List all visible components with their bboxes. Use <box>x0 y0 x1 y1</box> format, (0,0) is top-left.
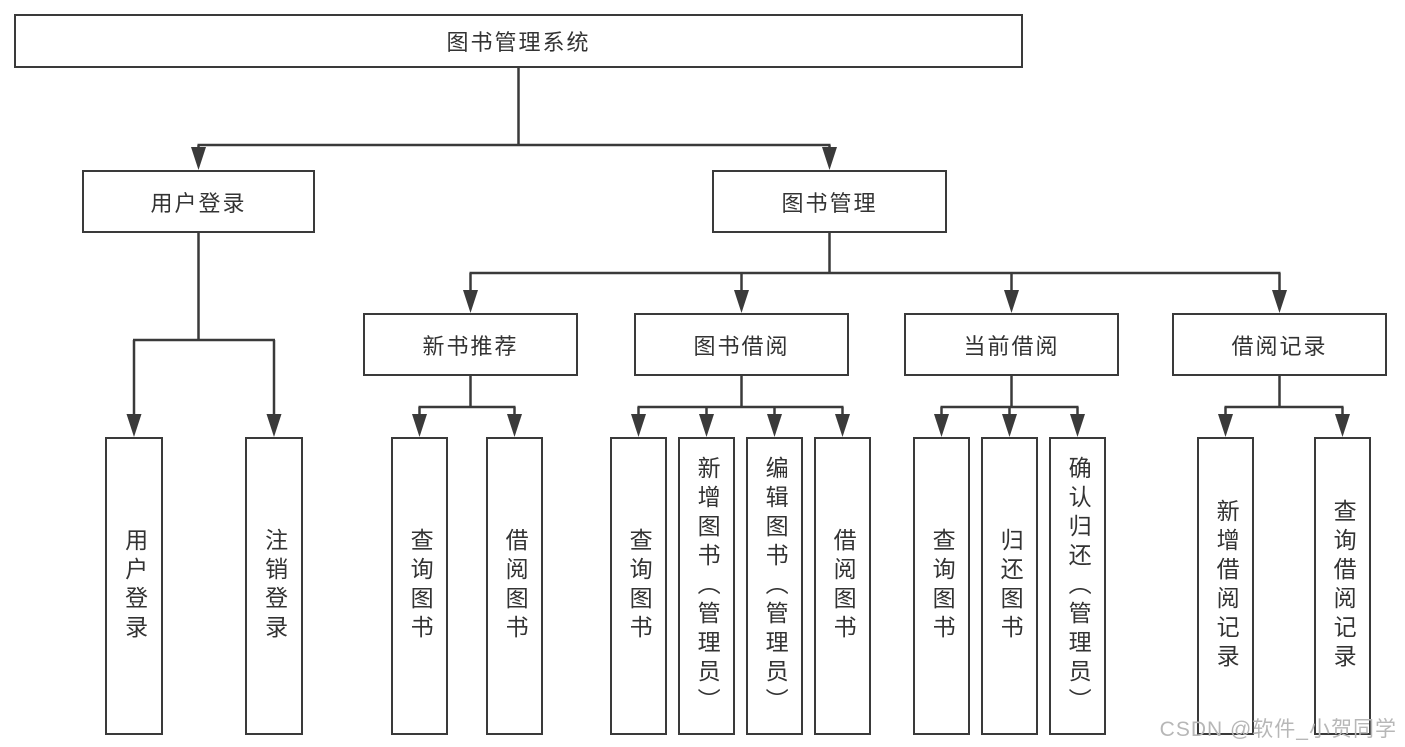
node-leaf-bb-add-books-admin: 新增图书（管理员） <box>678 437 735 735</box>
node-book-management: 图书管理 <box>712 170 947 233</box>
watermark-text: CSDN @软件_小贺同学 <box>1159 718 1397 741</box>
node-label: 用户登录 <box>121 528 148 644</box>
arrow-icon <box>191 147 206 170</box>
node-label: 查询借阅记录 <box>1330 499 1357 673</box>
node-current-borrowing: 当前借阅 <box>904 313 1119 376</box>
node-label: 查询图书 <box>626 528 653 644</box>
arrow-icon <box>1002 414 1017 437</box>
node-book-borrowing: 图书借阅 <box>634 313 849 376</box>
arrow-icon <box>1004 290 1019 313</box>
node-leaf-br-query-record: 查询借阅记录 <box>1314 437 1371 735</box>
node-label: 新增借阅记录 <box>1213 499 1240 673</box>
node-label: 借阅图书 <box>830 528 857 644</box>
arrow-icon <box>126 414 142 437</box>
node-leaf-logout: 注销登录 <box>245 437 303 735</box>
arrow-icon <box>822 147 837 170</box>
arrowheads <box>126 147 1350 437</box>
arrow-icon <box>266 414 282 437</box>
arrow-icon <box>1070 414 1085 437</box>
node-leaf-bb-query-books: 查询图书 <box>610 437 667 735</box>
node-leaf-nbr-borrow-books: 借阅图书 <box>486 437 543 735</box>
node-label: 新书推荐 <box>422 333 519 359</box>
arrow-icon <box>1272 290 1287 313</box>
node-label: 归还图书 <box>997 528 1024 644</box>
node-label: 注销登录 <box>261 528 288 644</box>
node-label: 新增图书（管理员） <box>694 455 721 717</box>
node-root-library-system: 图书管理系统 <box>14 14 1023 68</box>
node-label: 当前借阅 <box>963 333 1060 359</box>
arrow-icon <box>699 414 714 437</box>
node-label: 借阅图书 <box>502 528 529 644</box>
node-leaf-bb-borrow-books: 借阅图书 <box>814 437 871 735</box>
node-label: 图书管理系统 <box>446 30 591 55</box>
node-leaf-cb-query-books: 查询图书 <box>913 437 970 735</box>
arrow-icon <box>734 290 749 313</box>
node-leaf-cb-return-books: 归还图书 <box>981 437 1038 735</box>
node-leaf-user-login: 用户登录 <box>105 437 163 735</box>
arrow-icon <box>463 290 478 313</box>
node-label: 查询图书 <box>929 528 956 644</box>
node-label: 编辑图书（管理员） <box>762 455 789 717</box>
node-label: 确认归还（管理员） <box>1065 455 1092 717</box>
node-leaf-br-add-record: 新增借阅记录 <box>1197 437 1254 735</box>
node-label: 借阅记录 <box>1231 333 1328 359</box>
node-label: 查询图书 <box>407 528 434 644</box>
node-label: 用户登录 <box>150 190 247 216</box>
node-label: 图书借阅 <box>693 333 790 359</box>
arrow-icon <box>412 414 427 437</box>
arrow-icon <box>1335 414 1350 437</box>
arrow-icon <box>1218 414 1233 437</box>
arrow-icon <box>934 414 949 437</box>
node-leaf-nbr-query-books: 查询图书 <box>391 437 448 735</box>
node-label: 图书管理 <box>781 190 878 216</box>
node-user-login: 用户登录 <box>82 170 315 233</box>
node-leaf-bb-edit-books-admin: 编辑图书（管理员） <box>746 437 803 735</box>
arrow-icon <box>507 414 522 437</box>
arrow-icon <box>767 414 782 437</box>
arrow-icon <box>631 414 646 437</box>
node-new-book-recommendation: 新书推荐 <box>363 313 578 376</box>
node-borrowing-records: 借阅记录 <box>1172 313 1387 376</box>
arrow-icon <box>835 414 850 437</box>
node-leaf-cb-confirm-return-admin: 确认归还（管理员） <box>1049 437 1106 735</box>
